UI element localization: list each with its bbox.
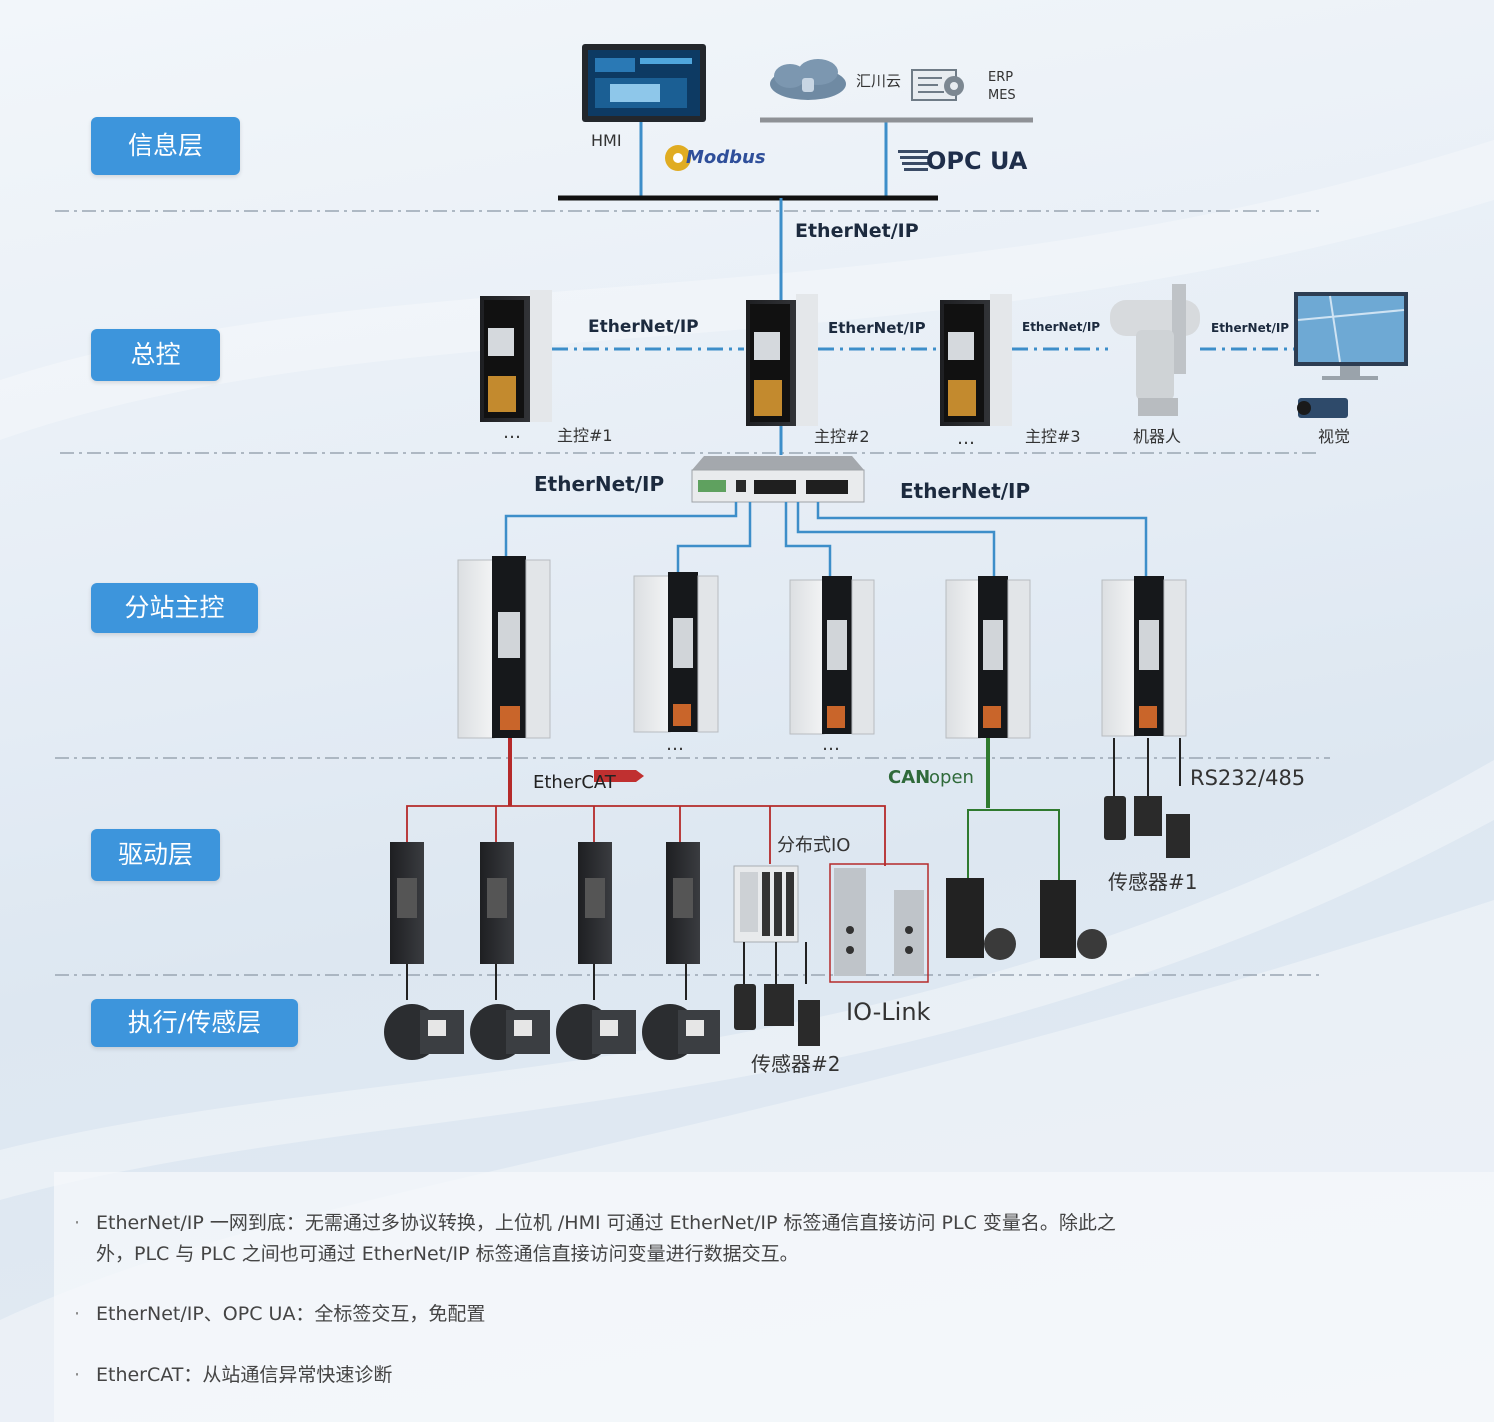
vision-monitor [1294,292,1408,418]
robot-label: 机器人 [1133,423,1181,447]
vision-label: 视觉 [1318,423,1350,447]
cloud-icon [770,59,846,100]
ethernet-ip-label-m4: EtherNet/IP [1211,321,1289,335]
ethernet-switch [692,456,864,502]
robot-arm [1110,284,1200,416]
bullet-icon: · [74,1360,80,1391]
master1-label: 主控#1 [557,422,613,446]
servo-drive-4 [666,842,700,964]
ethernet-ip-label-m1: EtherNet/IP [588,317,699,337]
sensor-group-1 [1104,796,1190,858]
rs485-label: RS232/485 [1190,766,1305,790]
rs485-cables [1114,738,1180,796]
substation-controller-3 [790,576,874,734]
note-1-text: EtherNet/IP 一网到底：无需通过多协议转换，上位机 /HMI 可通过 … [74,1208,1134,1270]
note-2-text: EtherNet/IP、OPC UA：全标签交互，免配置 [74,1299,1134,1330]
master-controller-2 [746,294,818,426]
distributed-io-label: 分布式IO [777,831,850,857]
hmi-panel [582,44,706,122]
master1-ellipsis: … [503,422,521,443]
canopen-can-label: CAN [888,767,930,788]
note-3: · EtherCAT：从站通信异常快速诊断 [74,1360,1134,1391]
canopen-drive-2 [1040,880,1107,959]
substation3-ellipsis: … [822,734,840,755]
master3-ellipsis: … [957,428,975,449]
io-link-label: IO-Link [846,998,930,1026]
opcua-label: OPC UA [926,147,1027,175]
ethernet-ip-label-switch-right: EtherNet/IP [900,479,1030,503]
substation-controller-4 [946,576,1030,738]
ethernet-ip-label-trunk: EtherNet/IP [795,220,919,242]
distributed-io-module [734,866,798,942]
mes-label: MES [988,88,1016,103]
canopen-bus [968,738,1059,880]
servo-motor-4 [642,1004,720,1060]
note-2: · EtherNet/IP、OPC UA：全标签交互，免配置 [74,1299,1134,1330]
sensor1-label: 传感器#1 [1108,866,1197,895]
master2-label: 主控#2 [814,423,870,447]
servo-motor-3 [556,1004,636,1060]
ethernet-ip-label-m2: EtherNet/IP [828,319,926,337]
notes-panel: · EtherNet/IP 一网到底：无需通过多协议转换，上位机 /HMI 可通… [54,1172,1494,1422]
master-controller-3 [940,294,1012,426]
opcua-logo [898,150,928,171]
note-1: · EtherNet/IP 一网到底：无需通过多协议转换，上位机 /HMI 可通… [74,1208,1134,1270]
substation-controller-1 [458,556,550,738]
network-diagram [0,0,1494,1170]
servo-drive-1 [390,842,424,964]
canopen-drive-1 [946,878,1016,960]
sensor2-label: 传感器#2 [751,1048,840,1077]
cloud-label: 汇川云 [856,70,901,91]
ethernet-ip-label-m3: EtherNet/IP [1022,320,1100,334]
master-controller-1 [480,290,552,422]
bullet-icon: · [74,1208,80,1239]
io-link-modules [830,864,928,982]
substation-controller-5 [1102,576,1186,736]
ethernet-ip-label-switch-left: EtherNet/IP [534,472,664,496]
servo-motor-2 [470,1004,550,1060]
hmi-label: HMI [591,131,622,150]
sensor-group-2 [734,984,820,1046]
modbus-label: Modbus [686,147,766,168]
bullet-icon: · [74,1299,80,1330]
master3-label: 主控#3 [1025,423,1081,447]
canopen-open-label: open [929,767,974,788]
servo-motor-1 [384,1004,464,1060]
substation2-ellipsis: … [666,734,684,755]
servo-drive-2 [480,842,514,964]
server-icon [912,70,964,100]
substation-controller-2 [634,572,718,732]
erp-label: ERP [988,70,1013,85]
servo-drive-3 [578,842,612,964]
note-3-text: EtherCAT：从站通信异常快速诊断 [74,1360,1134,1391]
ethercat-label: EtherCAT [533,772,616,793]
